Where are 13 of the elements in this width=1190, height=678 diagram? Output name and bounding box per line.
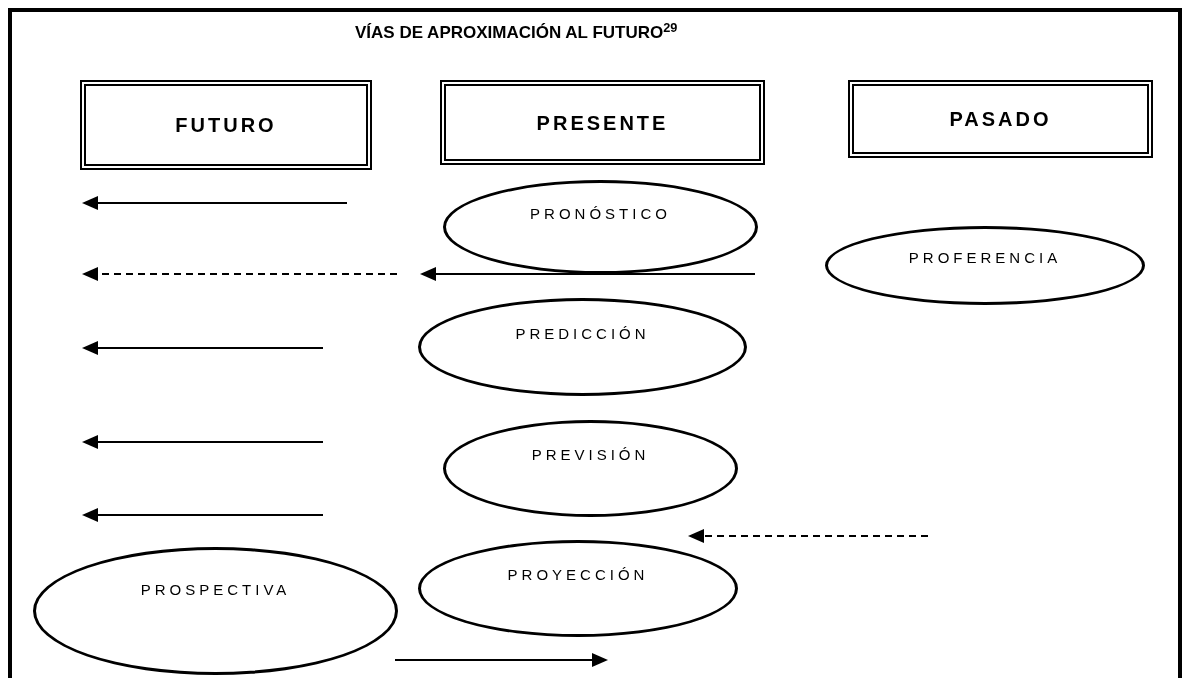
double-border-box	[848, 80, 1153, 158]
node-label: FUTURO	[175, 113, 277, 138]
double-border-box	[440, 80, 765, 165]
node-label: PRESENTE	[536, 110, 669, 136]
node-label: PREDICCIÓN	[515, 323, 650, 344]
diagram-title: VÍAS DE APROXIMACIÓN AL FUTURO$^{29}$	[355, 20, 678, 44]
node-label: PROYECCIÓN	[507, 565, 649, 586]
node-label: PREVISIÓN	[531, 445, 650, 466]
node-label: PROSPECTIVA	[140, 579, 291, 600]
node-label: PROFERENCIA	[908, 248, 1062, 269]
double-border-box	[80, 80, 372, 170]
node-label: PRONÓSTICO	[530, 203, 671, 224]
node-label: PASADO	[949, 107, 1052, 132]
